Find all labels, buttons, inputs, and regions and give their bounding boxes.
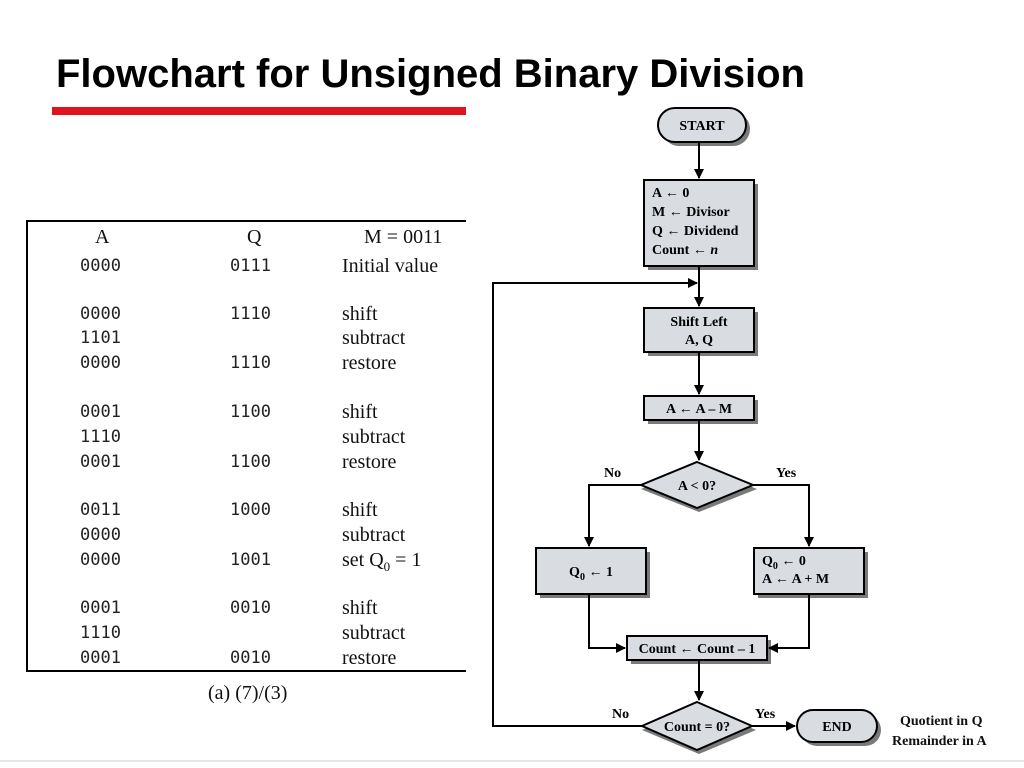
decision2-no-label: No xyxy=(612,707,629,722)
table-cell-a: 0001 xyxy=(80,648,121,668)
restore-a-label: A ← A + M xyxy=(762,572,829,587)
start-terminal xyxy=(657,107,747,143)
arrow-restore-decrement xyxy=(768,594,810,653)
table-cell-q: 1001 xyxy=(230,550,271,570)
table-cell-operation: shift xyxy=(342,303,378,325)
table-cell-a: 0000 xyxy=(80,304,121,324)
table-cell-q: 0010 xyxy=(230,598,271,618)
decrement-box xyxy=(626,635,768,661)
init-line-2: M ← Divisor xyxy=(652,205,730,220)
table-cell-q: 1100 xyxy=(230,452,271,472)
shift-box xyxy=(643,307,755,353)
table-cell-a: 0011 xyxy=(80,500,121,520)
table-cell-a: 1101 xyxy=(80,328,121,348)
table-cell-q: 0111 xyxy=(230,256,271,276)
title-underline xyxy=(52,107,466,115)
table-cell-operation: restore xyxy=(342,451,397,473)
arrow-loop-back xyxy=(492,278,698,727)
operation-subscript: 0 xyxy=(383,559,391,574)
operation-suffix: = 1 xyxy=(390,549,422,571)
decision1-label: A < 0? xyxy=(678,479,716,494)
table-cell-q: 1100 xyxy=(230,402,271,422)
set-q0-label: Q0 ← 1 xyxy=(569,565,613,583)
decision-a-negative xyxy=(638,460,756,510)
init-line-1: A ← 0 xyxy=(652,186,689,201)
result-note-quotient: Quotient in Q xyxy=(900,714,983,729)
table-cell-a: 1110 xyxy=(80,427,121,447)
table-cell-operation: Initial value xyxy=(342,255,439,277)
table-cell-a: 0000 xyxy=(80,353,121,373)
decision1-yes-label: Yes xyxy=(776,466,797,481)
table-cell-operation: shift xyxy=(342,597,378,619)
start-label: START xyxy=(679,119,725,134)
decision2-yes-label: Yes xyxy=(755,707,776,722)
decision2-label: Count = 0? xyxy=(664,720,730,735)
arrow-no-branch xyxy=(584,484,641,547)
result-note-remainder: Remainder in A xyxy=(892,734,987,749)
restore-q0-label: Q0 ← 0 xyxy=(762,554,806,572)
init-line-3: Q ← Dividend xyxy=(652,224,739,239)
table-cell-a: 1110 xyxy=(80,623,121,643)
column-header-a: A xyxy=(95,226,110,248)
decision-count-zero xyxy=(639,700,755,752)
decision1-no-label: No xyxy=(604,466,621,481)
arrow-setq-decrement xyxy=(588,594,626,653)
table-cell-a: 0001 xyxy=(80,452,121,472)
table-cell-operation: subtract xyxy=(342,426,406,448)
shift-line-2: A, Q xyxy=(685,333,713,348)
table-cell-a: 0001 xyxy=(80,598,121,618)
column-header-m: M = 0011 xyxy=(364,226,443,248)
shift-line-1: Shift Left xyxy=(670,315,728,330)
subtract-label: A ← A – M xyxy=(666,402,732,417)
table-cell-operation: subtract xyxy=(342,524,406,546)
table-cell-a: 0000 xyxy=(80,256,121,276)
bottom-rule xyxy=(0,760,1024,762)
table-cell-a: 0000 xyxy=(80,550,121,570)
table-cell-operation: restore xyxy=(342,647,397,669)
arrow-yes-branch xyxy=(753,484,814,547)
end-label: END xyxy=(822,720,852,735)
set-q0-box xyxy=(535,547,647,595)
column-header-q: Q xyxy=(247,226,262,248)
table-cell-operation: shift xyxy=(342,401,378,423)
table-cell-operation: subtract xyxy=(342,327,406,349)
table-cell-q: 1110 xyxy=(230,353,271,373)
operation-prefix: set Q xyxy=(342,549,384,571)
table-cell-a: 0000 xyxy=(80,525,121,545)
table-cell-a: 0001 xyxy=(80,402,121,422)
table-cell-operation: shift xyxy=(342,499,378,521)
table-cell-q: 0010 xyxy=(230,648,271,668)
table-cell-q: 1000 xyxy=(230,500,271,520)
decrement-label: Count ← Count – 1 xyxy=(639,642,756,657)
example-table-frame xyxy=(26,220,466,672)
table-cell-q: 1110 xyxy=(230,304,271,324)
table-cell-operation: subtract xyxy=(342,622,406,644)
table-cell-operation: set Q0 = 1 xyxy=(342,549,421,575)
table-cell-operation: restore xyxy=(342,352,397,374)
end-terminal xyxy=(796,709,878,743)
table-caption: (a) (7)/(3) xyxy=(208,682,288,704)
page-title: Flowchart for Unsigned Binary Division xyxy=(56,52,805,96)
init-line-4: Count ← n xyxy=(652,243,718,258)
